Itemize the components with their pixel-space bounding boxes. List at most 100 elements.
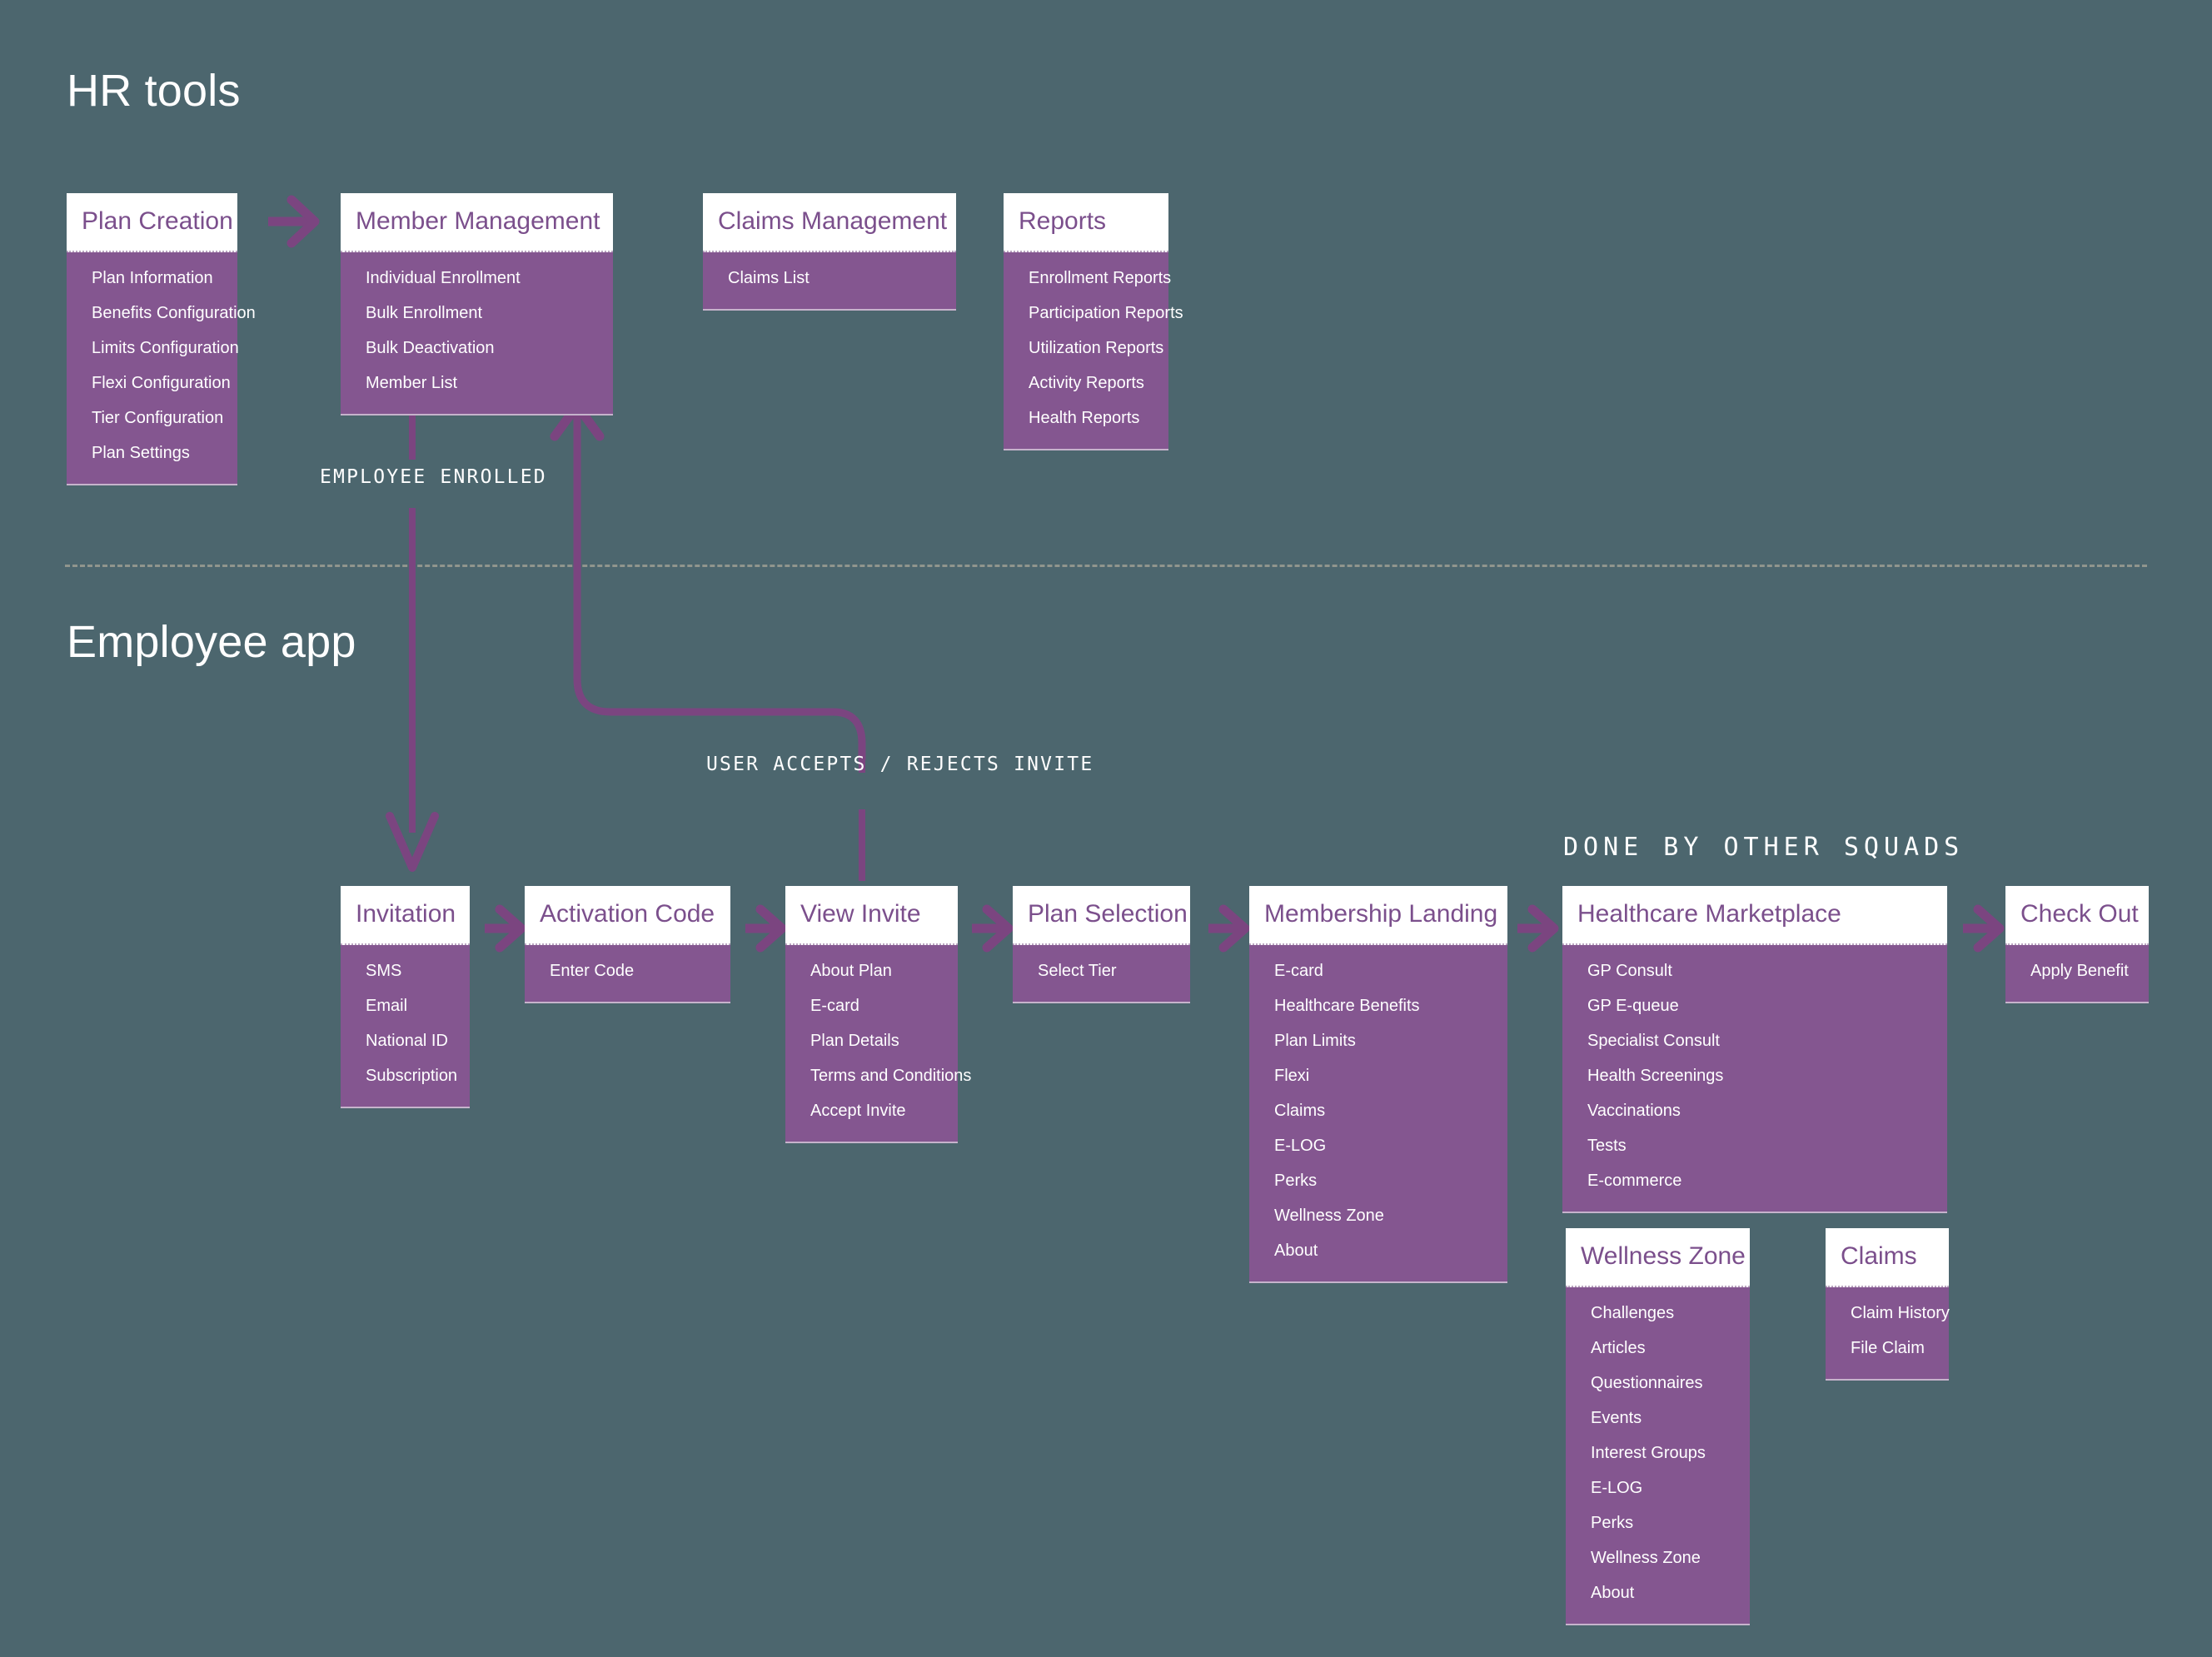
card-item[interactable]: National ID [366, 1032, 448, 1050]
card-body-healthcare-marketplace: GP Consult GP E-queue Specialist Consult… [1562, 945, 1947, 1213]
card-title-view-invite: View Invite [785, 886, 958, 945]
card-reports[interactable]: Reports Enrollment Reports Participation… [1004, 193, 1183, 450]
card-plan-creation[interactable]: Plan Creation Plan Information Benefits … [67, 193, 256, 485]
card-title-membership-landing: Membership Landing [1249, 886, 1507, 945]
card-body-membership-landing: E-card Healthcare Benefits Plan Limits F… [1249, 945, 1507, 1283]
card-item[interactable]: Subscription [366, 1067, 458, 1085]
card-item[interactable]: Apply Benefit [2030, 962, 2129, 980]
card-body-member-management: Individual Enrollment Bulk Enrollment Bu… [341, 252, 613, 415]
card-item[interactable]: Participation Reports [1029, 304, 1183, 322]
connector-user-accepts-rejects [550, 401, 866, 881]
card-item[interactable]: File Claim [1851, 1339, 1925, 1357]
card-claims[interactable]: Claims Claim History File Claim [1826, 1228, 1950, 1381]
card-title-plan-selection: Plan Selection [1013, 886, 1190, 945]
card-title-claims-management: Claims Management [703, 193, 956, 252]
card-item[interactable]: Accept Invite [810, 1102, 906, 1120]
card-title-plan-creation: Plan Creation [67, 193, 237, 252]
card-title-reports: Reports [1004, 193, 1168, 252]
card-activation-code[interactable]: Activation Code Enter Code [525, 886, 730, 1003]
card-body-activation-code: Enter Code [525, 945, 730, 1003]
card-item[interactable]: Utilization Reports [1029, 339, 1164, 357]
card-view-invite[interactable]: View Invite About Plan E-card Plan Detai… [785, 886, 972, 1143]
card-item[interactable]: Plan Limits [1274, 1032, 1356, 1050]
card-membership-landing[interactable]: Membership Landing E-card Healthcare Ben… [1249, 886, 1507, 1283]
arrow-view-invite-to-plan-selection [972, 904, 1014, 953]
section-title-employee-app: Employee app [67, 617, 356, 667]
card-body-claims-management: Claims List [703, 252, 956, 311]
card-body-wellness-zone: Challenges Articles Questionnaires Event… [1566, 1287, 1750, 1625]
card-item[interactable]: GP E-queue [1587, 997, 1679, 1015]
card-item[interactable]: GP Consult [1587, 962, 1672, 980]
card-item[interactable]: Enrollment Reports [1029, 269, 1172, 287]
card-item[interactable]: Bulk Enrollment [366, 304, 483, 322]
card-item[interactable]: Wellness Zone [1591, 1549, 1701, 1567]
card-item[interactable]: Claim History [1851, 1304, 1950, 1322]
card-item[interactable]: Health Reports [1029, 409, 1140, 427]
card-item[interactable]: Flexi Configuration [92, 374, 231, 392]
card-item[interactable]: Benefits Configuration [92, 304, 256, 322]
card-item[interactable]: Plan Settings [92, 444, 190, 462]
label-done-by-other-squads: DONE BY OTHER SQUADS [1563, 833, 1965, 862]
card-item[interactable]: Perks [1274, 1172, 1318, 1190]
card-title-healthcare-marketplace: Healthcare Marketplace [1562, 886, 1947, 945]
card-item[interactable]: Health Screenings [1587, 1067, 1724, 1085]
card-item[interactable]: Events [1591, 1409, 1642, 1427]
card-item[interactable]: Bulk Deactivation [366, 339, 495, 357]
card-item[interactable]: Activity Reports [1029, 374, 1144, 392]
card-item[interactable]: Plan Information [92, 269, 213, 287]
connector-employee-enrolled [386, 387, 439, 872]
arrow-membership-landing-to-healthcare-marketplace [1517, 904, 1559, 953]
card-item[interactable]: About Plan [810, 962, 892, 980]
arrow-plan-selection-to-membership-landing [1208, 904, 1250, 953]
card-item[interactable]: Vaccinations [1587, 1102, 1681, 1120]
card-item[interactable]: Interest Groups [1591, 1444, 1706, 1462]
card-claims-management[interactable]: Claims Management Claims List [703, 193, 956, 311]
card-item[interactable]: Email [366, 997, 408, 1015]
card-item[interactable]: Articles [1591, 1339, 1646, 1357]
section-divider [65, 565, 2147, 567]
card-item[interactable]: E-card [810, 997, 859, 1015]
card-item[interactable]: Claims [1274, 1102, 1326, 1120]
card-body-invitation: SMS Email National ID Subscription [341, 945, 470, 1108]
card-item[interactable]: Member List [366, 374, 458, 392]
arrow-activation-code-to-view-invite [745, 904, 787, 953]
card-item[interactable]: Select Tier [1038, 962, 1117, 980]
card-item[interactable]: Terms and Conditions [810, 1067, 972, 1085]
card-item[interactable]: About [1274, 1242, 1318, 1260]
card-item[interactable]: Specialist Consult [1587, 1032, 1720, 1050]
card-member-management[interactable]: Member Management Individual Enrollment … [341, 193, 613, 415]
card-item[interactable]: E-LOG [1274, 1137, 1327, 1155]
card-check-out[interactable]: Check Out Apply Benefit [2005, 886, 2149, 1003]
card-healthcare-marketplace[interactable]: Healthcare Marketplace GP Consult GP E-q… [1562, 886, 1947, 1213]
card-item[interactable]: Questionnaires [1591, 1374, 1703, 1392]
card-body-claims: Claim History File Claim [1826, 1287, 1950, 1381]
card-item[interactable]: Tier Configuration [92, 409, 224, 427]
card-item[interactable]: Individual Enrollment [366, 269, 521, 287]
card-body-check-out: Apply Benefit [2005, 945, 2149, 1003]
card-item[interactable]: SMS [366, 962, 402, 980]
card-item[interactable]: Plan Details [810, 1032, 899, 1050]
card-item[interactable]: Healthcare Benefits [1274, 997, 1420, 1015]
card-item[interactable]: About [1591, 1584, 1635, 1602]
card-body-reports: Enrollment Reports Participation Reports… [1004, 252, 1183, 450]
card-body-view-invite: About Plan E-card Plan Details Terms and… [785, 945, 972, 1143]
card-item[interactable]: Perks [1591, 1514, 1634, 1532]
card-item[interactable]: E-LOG [1591, 1479, 1643, 1497]
card-title-wellness-zone: Wellness Zone [1566, 1228, 1750, 1287]
card-item[interactable]: Claims List [728, 269, 810, 287]
card-item[interactable]: E-commerce [1587, 1172, 1682, 1190]
card-item[interactable]: Flexi [1274, 1067, 1310, 1085]
card-item[interactable]: Limits Configuration [92, 339, 239, 357]
card-title-check-out: Check Out [2005, 886, 2149, 945]
card-item[interactable]: E-card [1274, 962, 1323, 980]
card-wellness-zone[interactable]: Wellness Zone Challenges Articles Questi… [1566, 1228, 1750, 1625]
card-title-activation-code: Activation Code [525, 886, 730, 945]
card-item[interactable]: Wellness Zone [1274, 1207, 1384, 1225]
card-plan-selection[interactable]: Plan Selection Select Tier [1013, 886, 1190, 1003]
card-item[interactable]: Enter Code [550, 962, 635, 980]
card-item[interactable]: Challenges [1591, 1304, 1675, 1322]
card-item[interactable]: Tests [1587, 1137, 1627, 1155]
card-invitation[interactable]: Invitation SMS Email National ID Subscri… [341, 886, 470, 1108]
card-body-plan-creation: Plan Information Benefits Configuration … [67, 252, 256, 485]
